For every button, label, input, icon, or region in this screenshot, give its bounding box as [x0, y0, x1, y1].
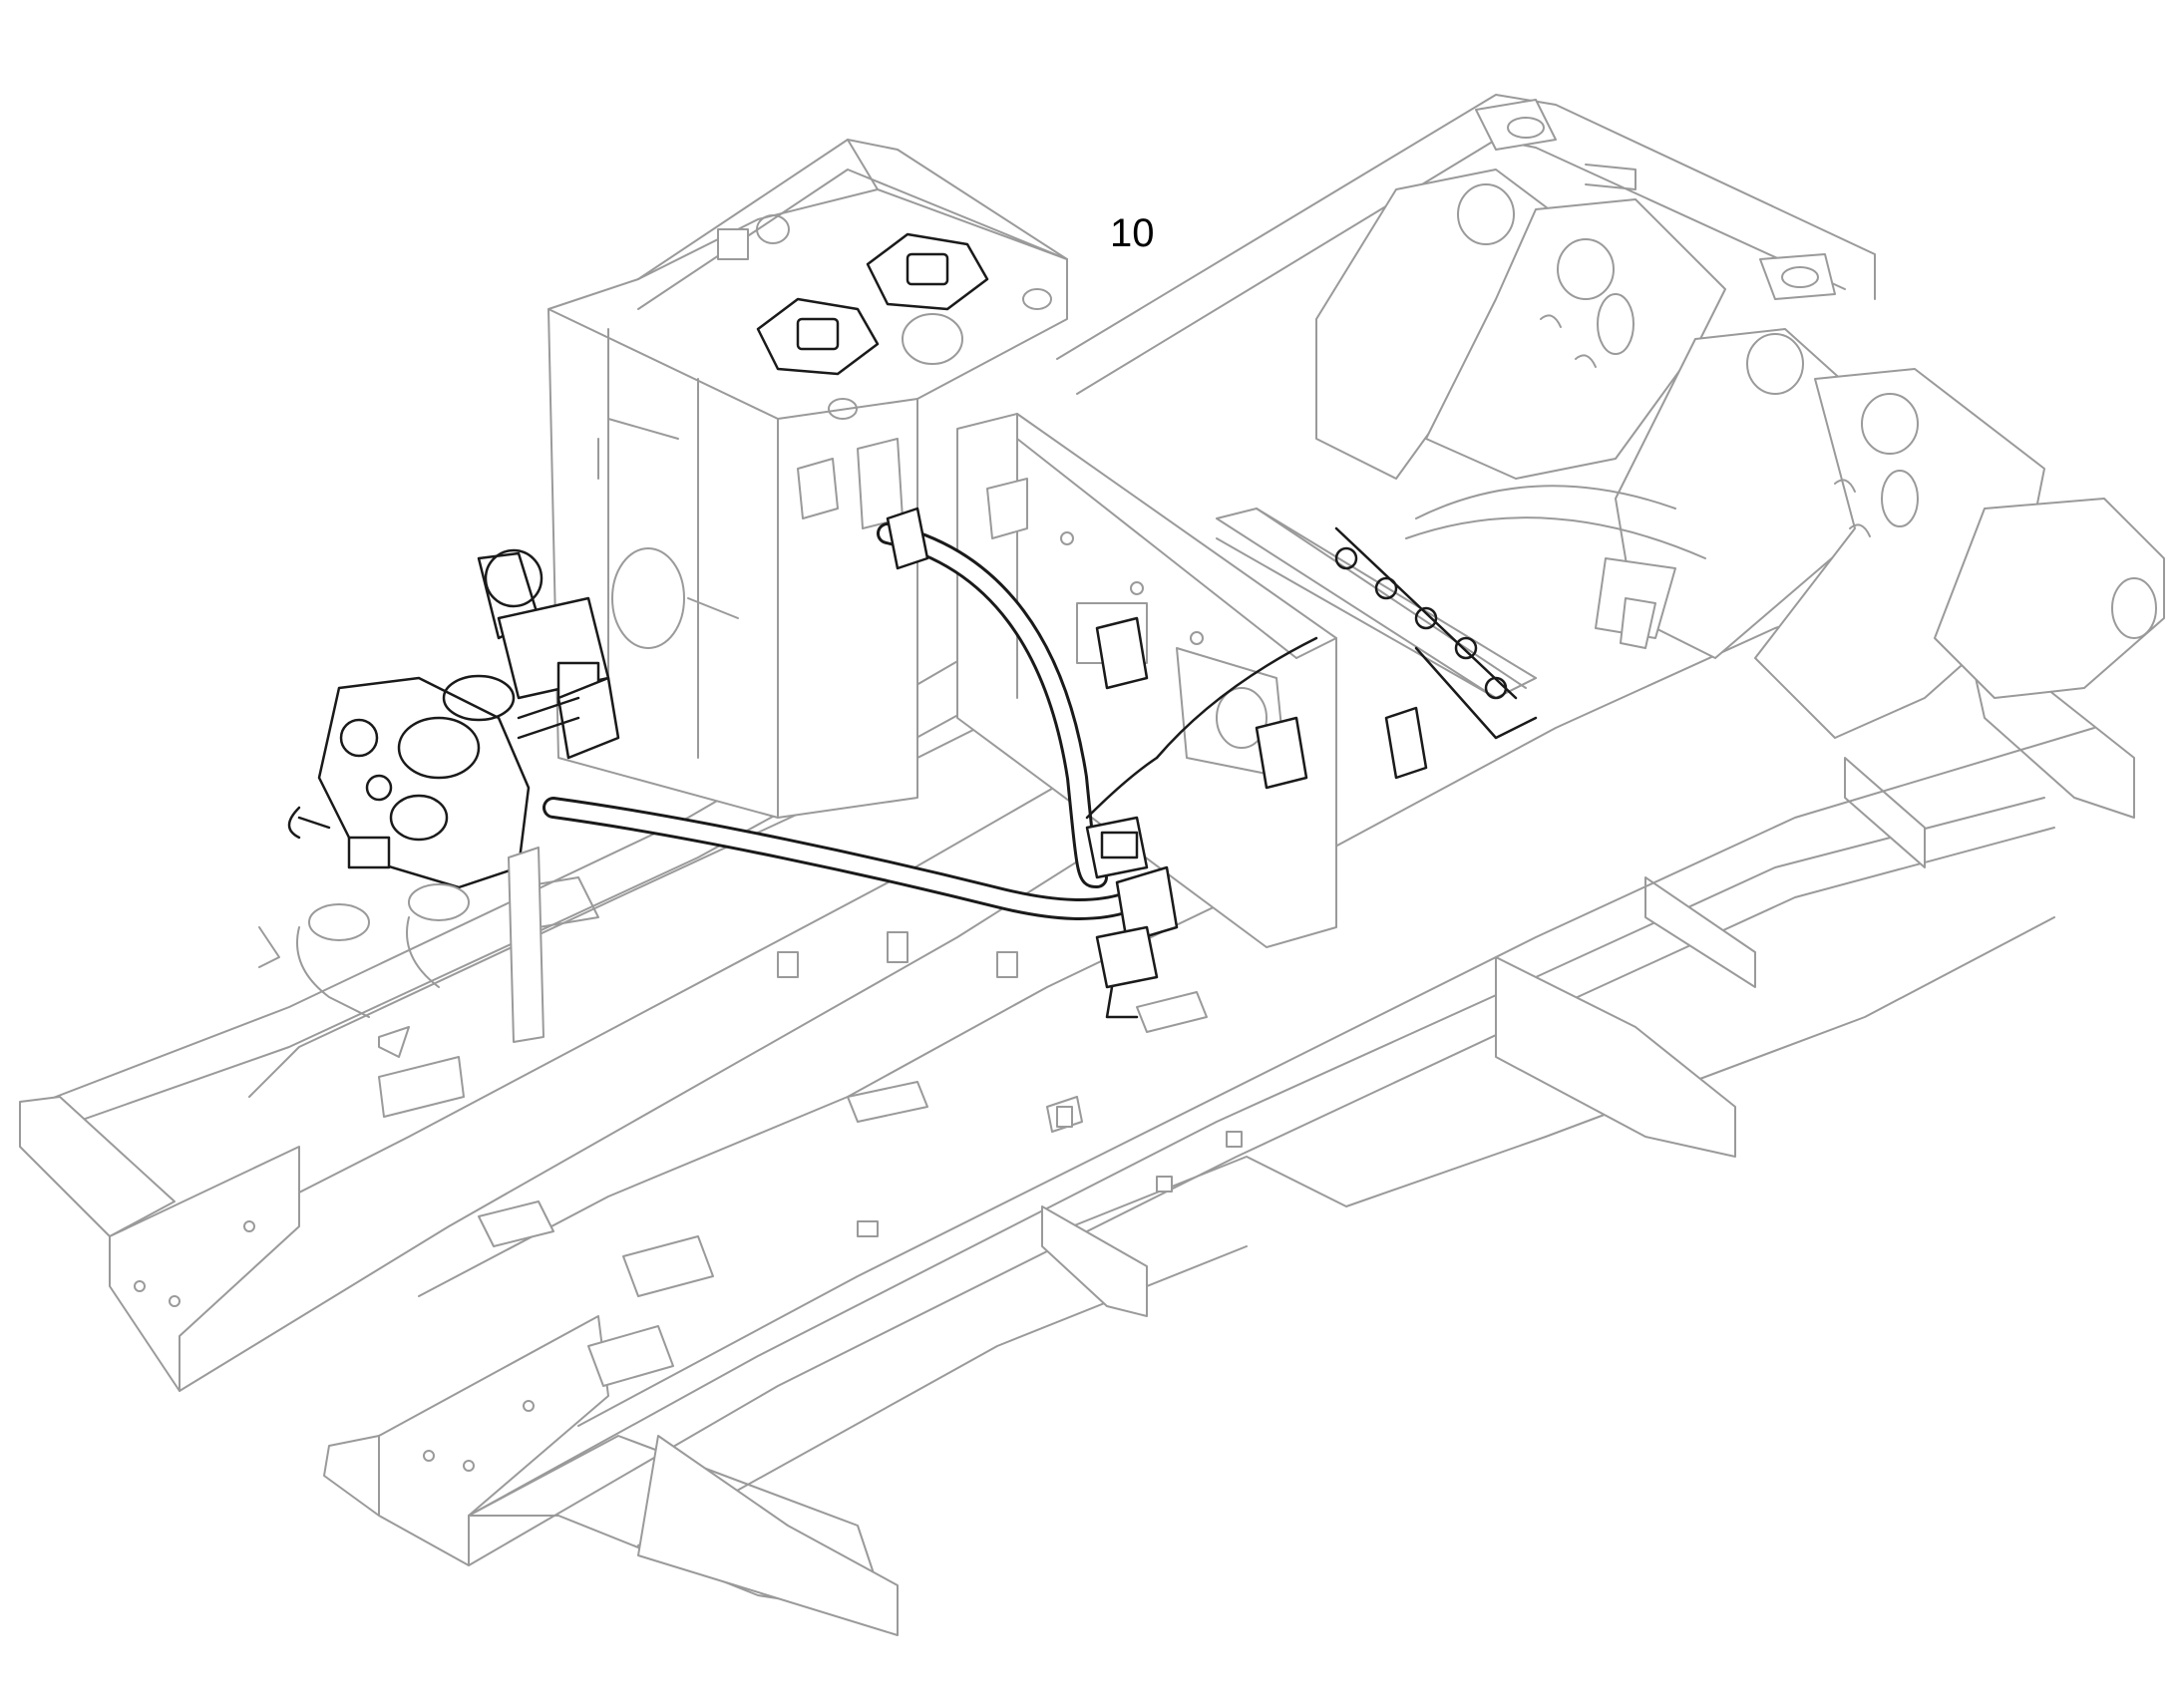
fasteners [777, 931, 1243, 1237]
hose-fittings [886, 507, 1538, 1019]
pump-assembly [258, 548, 620, 1058]
main-frame [19, 94, 2165, 1636]
hydraulic-tank [547, 139, 1068, 819]
tank-caps [756, 232, 989, 376]
hoses [517, 522, 1318, 920]
callout-label: 10 [1110, 211, 1155, 255]
